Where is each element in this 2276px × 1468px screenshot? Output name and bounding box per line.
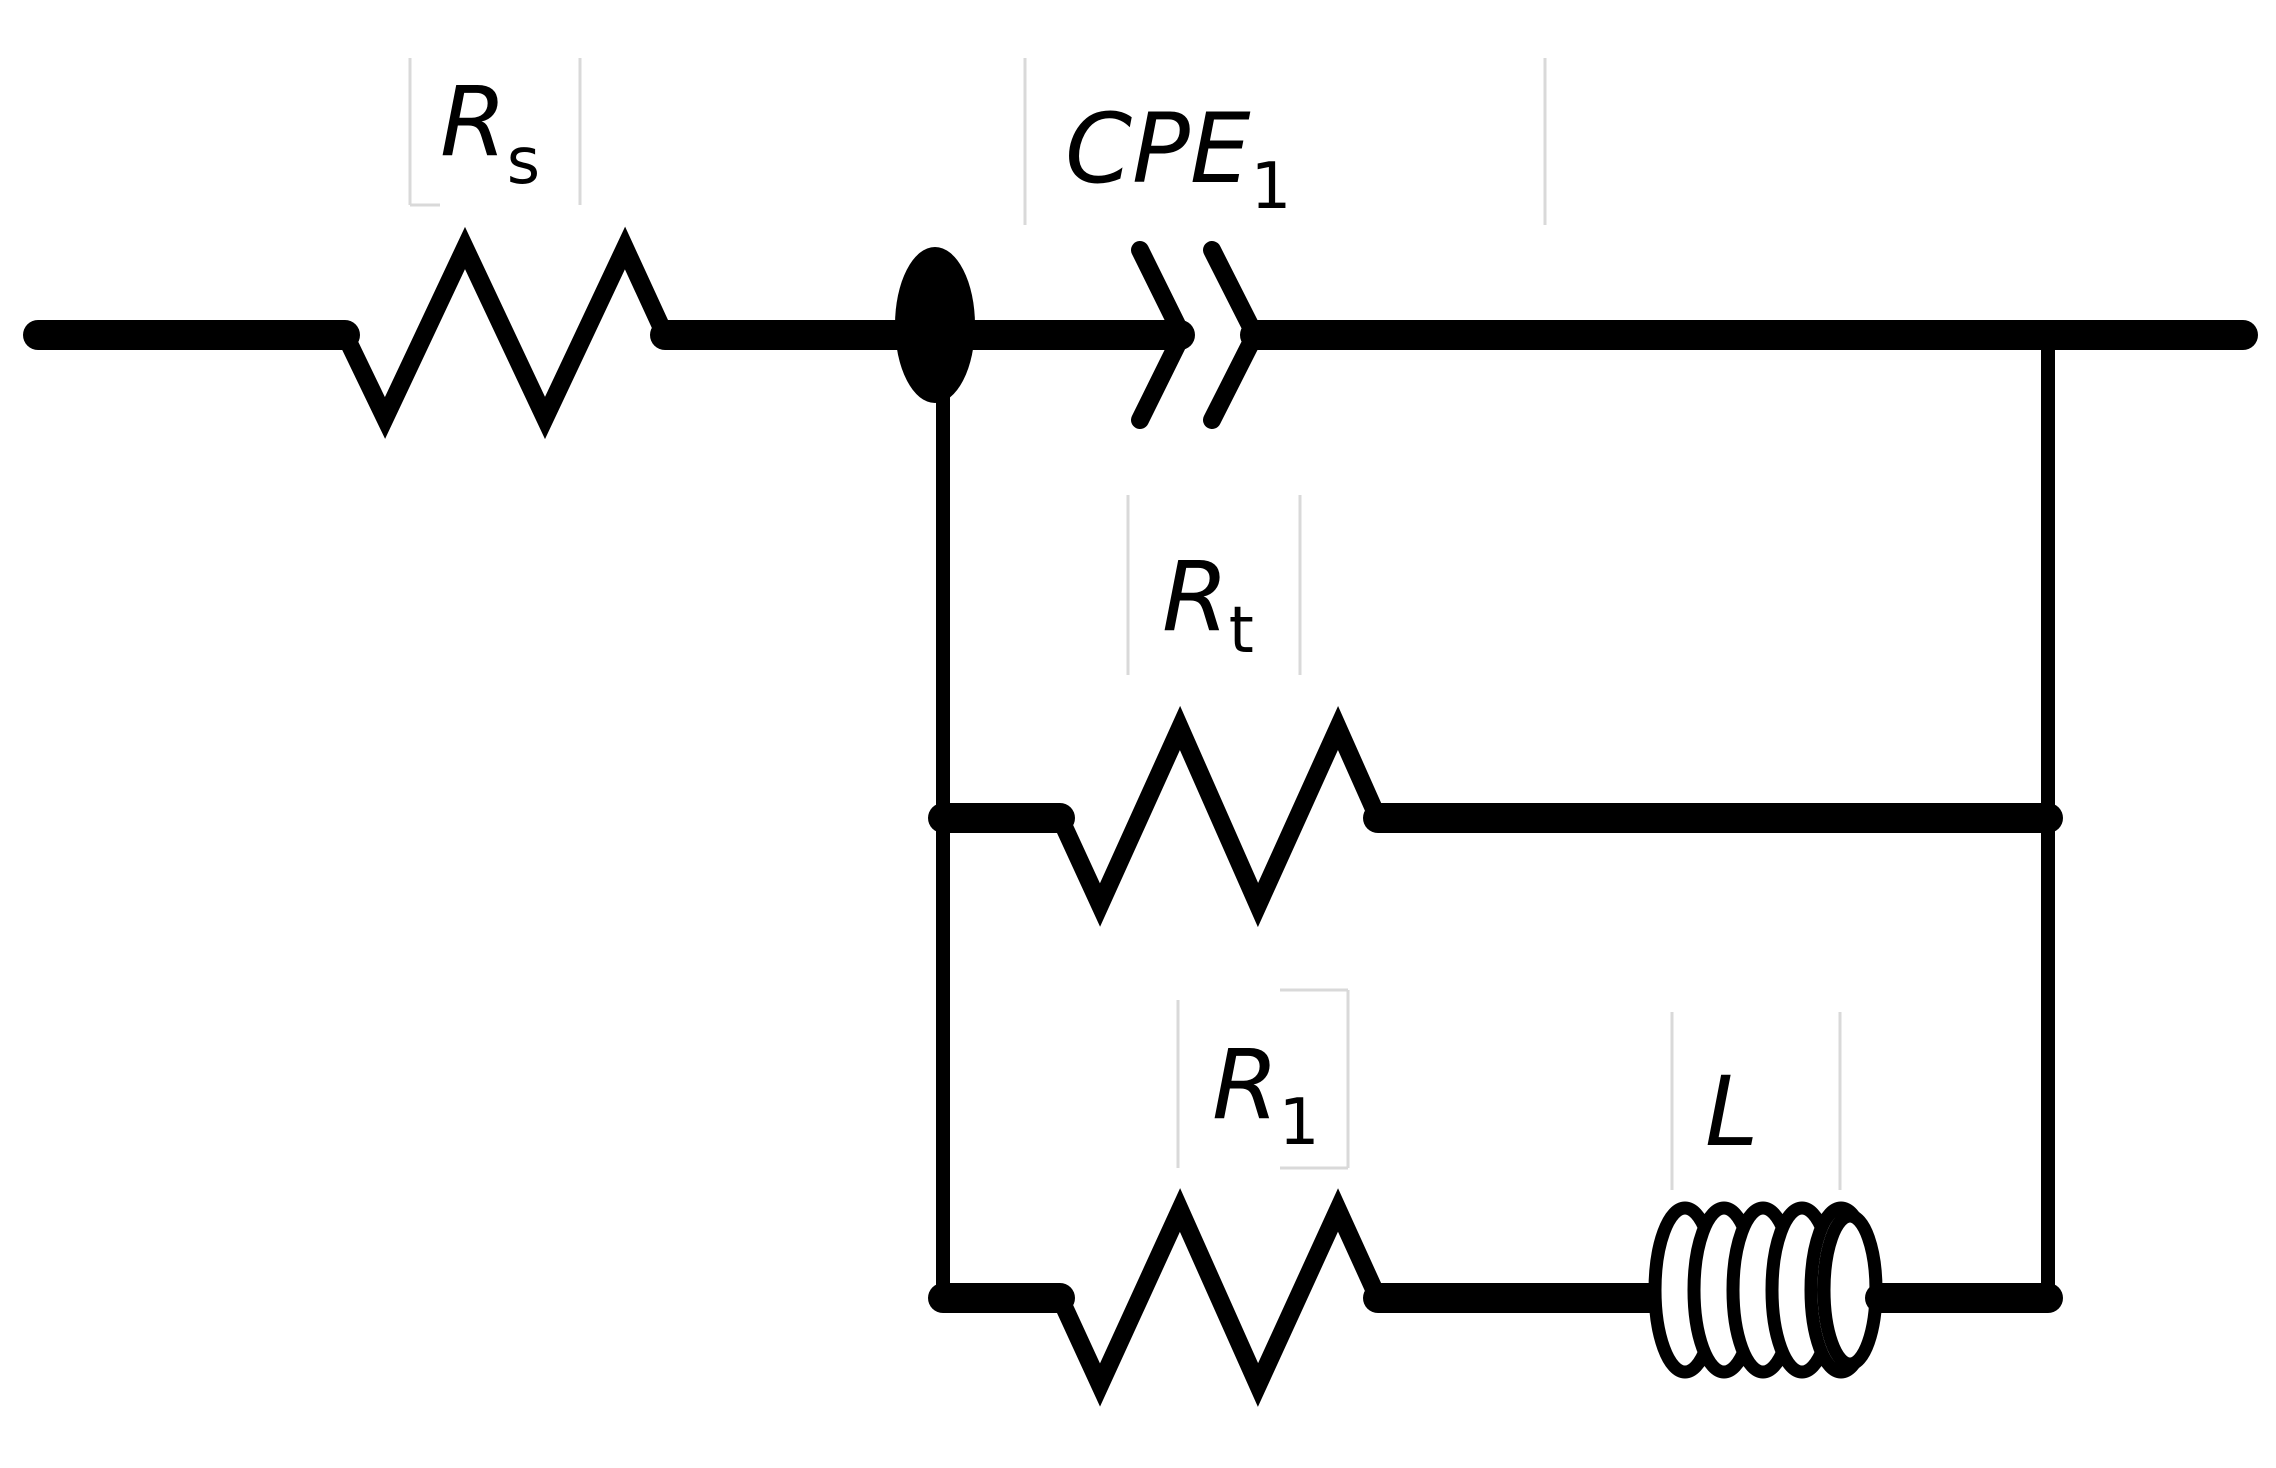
label-cpe1: CPE1	[1065, 93, 1291, 224]
label-l: L	[1705, 1056, 1758, 1168]
rs-textbox-frame	[408, 58, 582, 207]
resistor-rs	[336, 226, 674, 440]
inductor-l	[1648, 1201, 1883, 1379]
label-r1: R1	[1212, 1029, 1319, 1160]
label-rt: Rt	[1162, 541, 1254, 668]
rt-textbox-frame	[1126, 495, 1302, 675]
r1-textbox-frame	[1176, 988, 1350, 1170]
label-rs: Rs	[440, 66, 540, 199]
cpe1-chevron-left	[1131, 241, 1193, 429]
resistor-r1	[1051, 1188, 1387, 1407]
cpe1-textbox-frame	[1023, 58, 1547, 225]
resistor-rt	[1051, 705, 1387, 928]
l-textbox-frame	[1670, 1012, 1842, 1190]
